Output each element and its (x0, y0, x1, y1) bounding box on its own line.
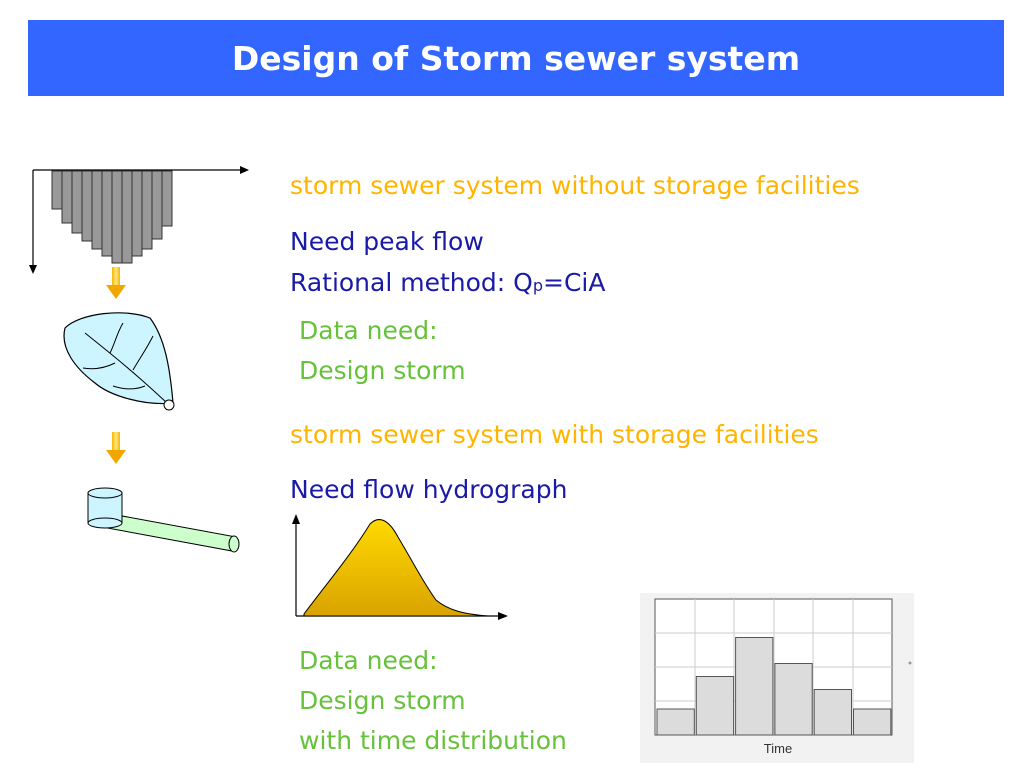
down-arrow-icon (106, 267, 126, 299)
histogram-bar (656, 708, 695, 736)
formula-suffix: =CiA (543, 268, 606, 297)
time-distribution-histogram: Time (640, 593, 914, 763)
section2-data-need-item1: Design storm (299, 686, 466, 715)
histogram-bar (774, 663, 813, 736)
hyetograph-diagram (29, 166, 249, 274)
section2-data-need-item2: with time distribution (299, 726, 567, 755)
histogram-axis-label: Time (764, 741, 792, 756)
catchment-icon (63, 312, 175, 411)
section2-data-need-label: Data need: (299, 646, 438, 675)
rational-method-formula: Rational method: Qp=CiA (290, 267, 605, 300)
hydrograph-diagram (292, 514, 508, 620)
histogram-bar (853, 708, 892, 736)
slide-title: Design of Storm sewer system (231, 38, 801, 78)
storage-pipe-icon (87, 487, 240, 553)
histogram-bars (656, 637, 892, 736)
formula-prefix: Rational method: Q (290, 268, 533, 297)
section1-data-need-item: Design storm (299, 356, 466, 385)
section1-data-need-label: Data need: (299, 316, 438, 345)
histogram-bar (695, 676, 735, 736)
formula-subscript: p (532, 276, 543, 295)
section2-heading: storm sewer system with storage faciliti… (290, 420, 819, 449)
section1-heading: storm sewer system without storage facil… (290, 171, 860, 200)
section2-need: Need flow hydrograph (290, 475, 568, 504)
section1-need: Need peak flow (290, 227, 484, 256)
histogram-bar (735, 637, 774, 736)
down-arrow-icon (106, 432, 126, 464)
title-bar: Design of Storm sewer system (28, 20, 1004, 96)
histogram-bar (813, 689, 852, 736)
